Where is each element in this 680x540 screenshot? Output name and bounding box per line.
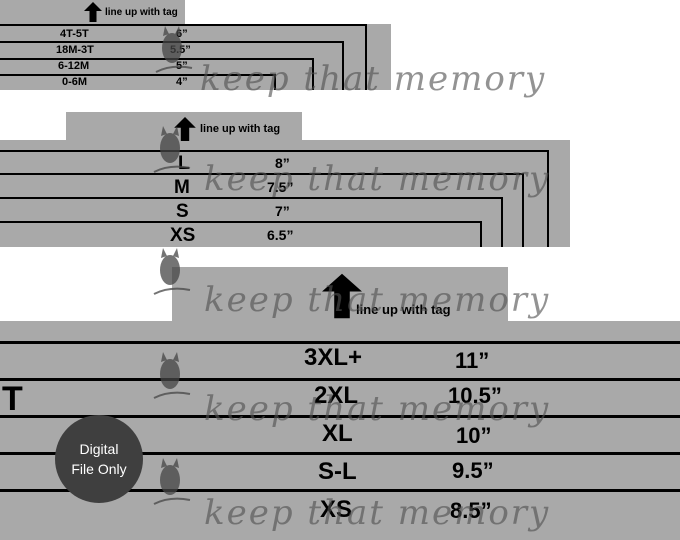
adult-small-length-xs: 6.5” [267, 227, 294, 243]
adult-large-tag-label: line up with tag [356, 302, 451, 317]
adult-large-line-sl [0, 452, 680, 455]
adult-small-size-xs: XS [170, 225, 196, 246]
kids-line-06m [0, 74, 276, 76]
badge-line-2: File Only [71, 461, 127, 477]
adult-small-length-l: 8” [275, 155, 290, 171]
adult-large-line-xs [0, 489, 680, 492]
adult-small-line-m [0, 173, 524, 175]
kids-line-4t5t-end [365, 24, 367, 90]
adult-large-size-3xl: 3XL+ [304, 344, 363, 371]
kids-size-18m3t: 18M-3T [56, 44, 94, 56]
owl-icon [153, 126, 191, 173]
kids-line-06m-end [274, 74, 276, 90]
adult-large-cut-letter: T [2, 380, 23, 418]
watermark-text-3: keep that memory [204, 280, 551, 320]
owl-icon [153, 248, 191, 295]
adult-large-size-xl: XL [322, 420, 353, 447]
adult-large-size-xs: XS [320, 496, 353, 523]
kids-size-4t5t: 4T-5T [60, 28, 89, 40]
owl-icon [153, 458, 191, 505]
digital-file-badge: Digital File Only [55, 415, 143, 503]
watermark-text-4: keep that memory [204, 389, 551, 429]
kids-line-4t5t [0, 24, 367, 26]
adult-large-line-xl [0, 415, 680, 418]
adult-small-line-s-end [501, 197, 503, 247]
adult-large-length-2xl: 10.5” [448, 383, 502, 408]
watermark-text-2: keep that memory [204, 159, 551, 199]
watermark-text-5: keep that memory [204, 493, 551, 533]
kids-length-06m: 4” [176, 76, 188, 88]
adult-small-line-xs-end [480, 221, 482, 247]
adult-large-line-2xl [0, 378, 680, 381]
adult-large-size-sl: S-L [318, 458, 357, 485]
adult-large-length-3xl: 11” [455, 348, 490, 373]
adult-large-line-3xl [0, 341, 680, 344]
owl-icon [153, 352, 191, 399]
adult-large-size-2xl: 2XL [314, 382, 359, 409]
adult-small-tag-label: line up with tag [200, 123, 281, 135]
up-arrow-icon [174, 117, 196, 141]
adult-small-line-xs [0, 221, 482, 223]
owl-icon [155, 26, 193, 73]
kids-size-612m: 6-12M [58, 60, 90, 72]
adult-small-size-m: M [174, 177, 190, 198]
adult-small-line-s [0, 197, 503, 199]
adult-small-size-l: L [178, 153, 190, 174]
watermark-text-1: keep that memory [200, 59, 547, 99]
kids-guide-panel [0, 24, 391, 90]
kids-line-612m [0, 58, 314, 60]
up-arrow-icon [84, 2, 102, 22]
adult-large-length-sl: 9.5” [452, 458, 494, 483]
adult-small-line-l [0, 150, 549, 152]
adult-small-line-m-end [522, 173, 524, 247]
kids-length-4t5t: 6” [176, 28, 188, 40]
kids-tag-label: line up with tag [105, 7, 178, 18]
kids-line-18m3t-end [342, 41, 344, 90]
adult-small-length-s: 7” [275, 203, 290, 219]
kids-line-612m-end [312, 58, 314, 90]
adult-small-line-l-end [547, 150, 549, 247]
adult-small-length-m: 7.5” [267, 179, 294, 195]
kids-size-06m: 0-6M [62, 76, 88, 88]
adult-small-size-s: S [176, 201, 189, 222]
adult-large-length-xs: 8.5” [450, 498, 492, 523]
badge-line-1: Digital [79, 440, 119, 457]
adult-large-length-xl: 10” [456, 423, 492, 448]
adult-small-guide-panel [0, 140, 570, 247]
up-arrow-icon [322, 273, 362, 319]
